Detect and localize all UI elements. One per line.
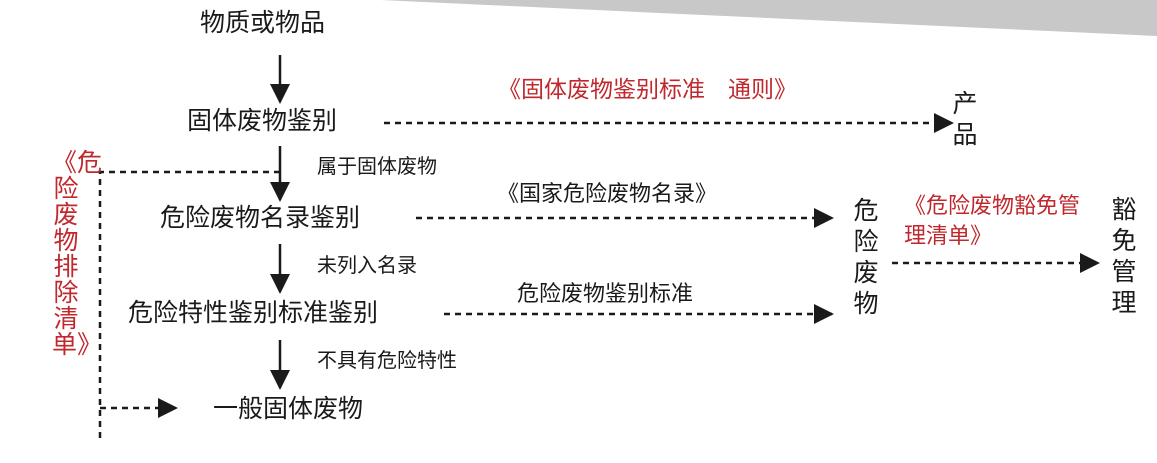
node-general-solid-waste: 一般固体废物: [213, 394, 364, 423]
node-hazardous-waste: 危险废物: [853, 196, 879, 318]
standard-identification: 危险废物鉴别标准: [517, 282, 694, 307]
node-material: 物质或物品: [200, 8, 326, 37]
standard-exclusion-list: 《危险废物排除清单》: [52, 148, 103, 359]
label-belongs-to-solid-waste: 属于固体废物: [317, 154, 437, 178]
node-hazard-characteristic-identification: 危险特性鉴别标准鉴别: [128, 298, 379, 327]
standard-national-list: 《国家危险废物名录》: [497, 182, 718, 207]
label-not-listed: 未列入名录: [317, 253, 417, 277]
dashed-exclusion-path: [98, 170, 280, 440]
node-product: 产品: [952, 89, 978, 149]
node-exempt-management: 豁免管理: [1111, 195, 1137, 317]
node-hazardous-list-identification: 危险废物名录鉴别: [160, 203, 361, 232]
standard-exemption-list: 《危险废物豁免管理清单》: [904, 194, 1081, 249]
decorative-banner: [380, 0, 1157, 36]
standard-general-rules: 《固体废物鉴别标准 通则》: [498, 77, 797, 103]
node-solid-waste-identification: 固体废物鉴别: [187, 106, 338, 135]
label-no-hazard-characteristic: 不具有危险特性: [317, 348, 457, 372]
